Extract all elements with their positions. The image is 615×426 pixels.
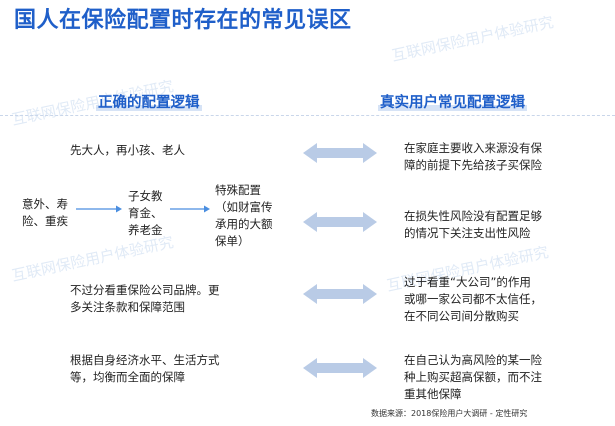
- left-row-3-text: 不过分看重保险公司品牌。更 多关注条款和保障范围: [70, 283, 220, 314]
- right-row-3-text: 过于看重“大公司”的作用 或哪一家公司都不太信任， 在不同公司间分散购买: [404, 275, 542, 323]
- page-title: 国人在保险配置时存在的常见误区: [14, 8, 352, 33]
- flow-step-1: 意外、寿 险、重疾: [22, 197, 68, 228]
- watermark: 互联网保险用户体验研究: [10, 233, 176, 285]
- watermark: 互联网保险用户体验研究: [390, 13, 556, 65]
- flow-arrow-icon: [76, 205, 122, 213]
- left-column-header: 正确的配置逻辑: [96, 91, 202, 112]
- right-column-header-text: 真实用户常见配置逻辑: [380, 95, 525, 111]
- flow-step-3: 特殊配置 （如财富传 承用的大额 保单）: [215, 183, 273, 248]
- double-arrow-icon: [303, 358, 377, 378]
- right-row-4-text: 在自己认为高风险的某一险 种上购买超高保额，而不注 重其他保障: [404, 353, 542, 401]
- left-row-4-text: 根据自身经济水平、生活方式 等，均衡而全面的保障: [70, 353, 220, 384]
- double-arrow-icon: [303, 284, 377, 304]
- right-row-2-text: 在损失性风险没有配置足够 的情况下关注支出性风险: [404, 209, 542, 240]
- double-arrow-icon: [303, 212, 377, 232]
- source-note: 数据来源：2018保险用户大调研 - 定性研究: [371, 409, 528, 418]
- flow-step-2: 子女教 育金、 养老金: [128, 189, 163, 237]
- header-divider: [0, 115, 615, 117]
- flow-arrow-icon: [170, 205, 210, 213]
- double-arrow-icon: [303, 143, 377, 163]
- right-row-1-text: 在家庭主要收入来源没有保 障的前提下先给孩子买保险: [404, 141, 542, 172]
- right-column-header: 真实用户常见配置逻辑: [378, 91, 527, 112]
- left-column-header-text: 正确的配置逻辑: [98, 95, 200, 111]
- left-row-1-text: 先大人，再小孩、老人: [70, 143, 185, 157]
